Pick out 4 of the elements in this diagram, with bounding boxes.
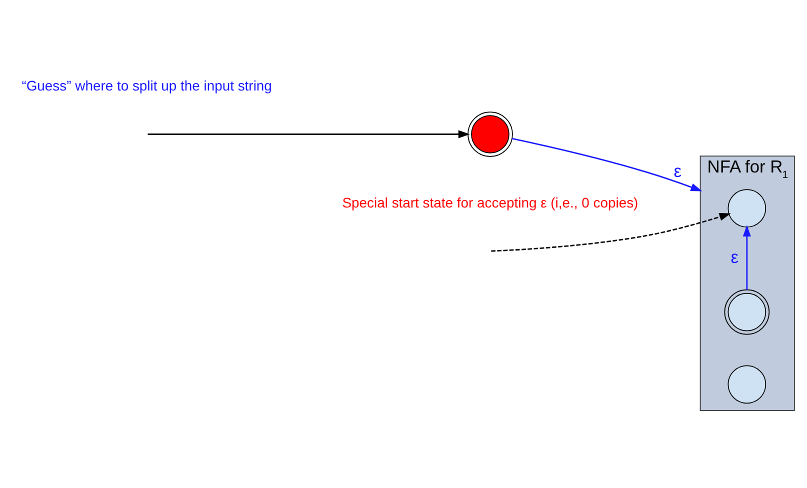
edge-label: ε — [730, 246, 739, 266]
node-label: Special start state for accepting ε (i,e., 0 copies) — [342, 194, 638, 210]
label: “Guess” where to split up the input string — [22, 76, 272, 93]
edge-label: ε — [674, 160, 682, 180]
